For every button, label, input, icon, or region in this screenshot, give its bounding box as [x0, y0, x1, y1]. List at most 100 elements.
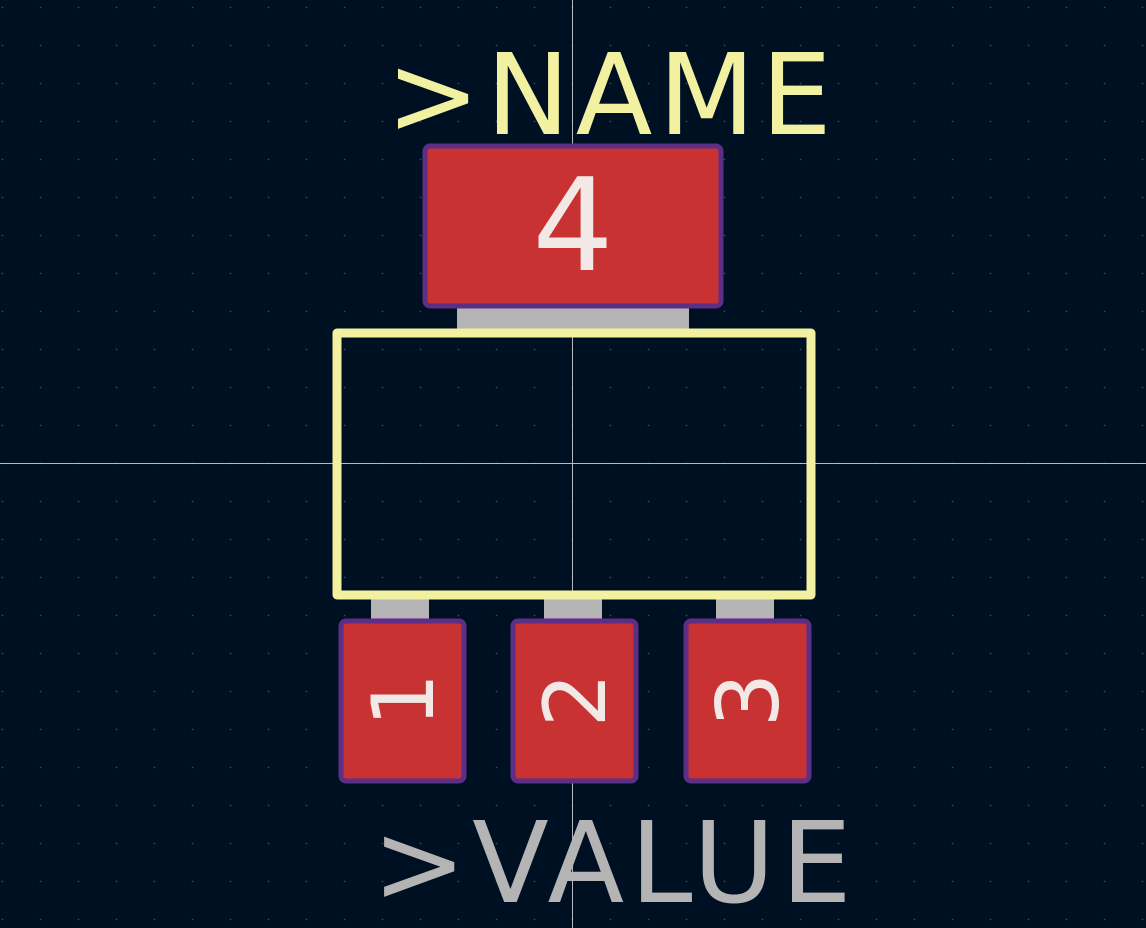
grid-dot [647, 386, 650, 389]
grid-dot [229, 82, 232, 85]
grid-dot [837, 6, 840, 9]
grid-dot [875, 158, 878, 161]
grid-dot [381, 880, 384, 883]
grid-dot [647, 804, 650, 807]
grid-dot [229, 6, 232, 9]
grid-dot [1, 120, 4, 123]
grid-dot [457, 538, 460, 541]
grid-dot [761, 500, 764, 503]
pad-1[interactable]: 1 [338, 618, 467, 784]
grid-dot [1065, 158, 1068, 161]
grid-dot [1141, 614, 1144, 617]
grid-dot [533, 918, 536, 921]
grid-dot [837, 614, 840, 617]
grid-dot [837, 158, 840, 161]
grid-dot [1027, 158, 1030, 161]
grid-dot [647, 6, 650, 9]
grid-dot [723, 120, 726, 123]
grid-dot [761, 576, 764, 579]
grid-dot [115, 500, 118, 503]
grid-dot [951, 500, 954, 503]
grid-dot [229, 804, 232, 807]
grid-dot [191, 310, 194, 313]
pad-2-copper[interactable] [510, 618, 639, 784]
grid-dot [153, 44, 156, 47]
pad-2[interactable]: 2 [510, 618, 639, 784]
grid-dot [1141, 690, 1144, 693]
grid-dot [1065, 842, 1068, 845]
grid-dot [419, 538, 422, 541]
grid-dot [989, 120, 992, 123]
grid-dot [1065, 6, 1068, 9]
grid-dot [39, 500, 42, 503]
grid-dot [343, 120, 346, 123]
grid-dot [229, 158, 232, 161]
grid-dot [305, 500, 308, 503]
grid-dot [343, 310, 346, 313]
pad-3-copper[interactable] [683, 618, 812, 784]
grid-dot [191, 690, 194, 693]
grid-dot [381, 196, 384, 199]
grid-dot [305, 6, 308, 9]
grid-dot [115, 82, 118, 85]
grid-dot [381, 842, 384, 845]
grid-dot [495, 424, 498, 427]
grid-dot [229, 842, 232, 845]
grid-dot [267, 500, 270, 503]
grid-dot [305, 728, 308, 731]
pad-1-copper[interactable] [338, 618, 467, 784]
grid-dot [39, 310, 42, 313]
grid-dot [419, 804, 422, 807]
grid-dot [1141, 538, 1144, 541]
grid-dot [1065, 120, 1068, 123]
grid-dot [761, 6, 764, 9]
grid-dot [267, 386, 270, 389]
grid-dot [951, 614, 954, 617]
grid-dot [951, 6, 954, 9]
grid-dot [381, 272, 384, 275]
grid-dot [609, 576, 612, 579]
grid-dot [875, 44, 878, 47]
grid-dot [115, 196, 118, 199]
value-label[interactable]: >VALUE [372, 799, 857, 928]
name-label[interactable]: >NAME [386, 31, 838, 161]
grid-dot [153, 310, 156, 313]
grid-dot [761, 158, 764, 161]
grid-dot [381, 538, 384, 541]
grid-dot [39, 918, 42, 921]
grid-dot [647, 538, 650, 541]
grid-dot [77, 690, 80, 693]
grid-dot [419, 44, 422, 47]
grid-dot [1103, 120, 1106, 123]
grid-dot [343, 272, 346, 275]
grid-dot [1027, 234, 1030, 237]
pad-3[interactable]: 3 [683, 618, 812, 784]
grid-dot [1065, 918, 1068, 921]
grid-dot [913, 652, 916, 655]
grid-dot [761, 196, 764, 199]
grid-dot [799, 44, 802, 47]
grid-dot [761, 538, 764, 541]
grid-dot [1141, 728, 1144, 731]
grid-dot [989, 196, 992, 199]
grid-dot [267, 310, 270, 313]
pad-4[interactable]: 4 [422, 143, 724, 309]
grid-dot [153, 804, 156, 807]
grid-dot [77, 766, 80, 769]
grid-dot [533, 44, 536, 47]
grid-dot [875, 880, 878, 883]
grid-dot [1, 348, 4, 351]
grid-dot [913, 158, 916, 161]
grid-dot [229, 766, 232, 769]
grid-dot [685, 82, 688, 85]
grid-dot [77, 348, 80, 351]
grid-dot [115, 652, 118, 655]
grid-dot [381, 310, 384, 313]
grid-dot [647, 880, 650, 883]
pad-4-copper[interactable] [422, 143, 724, 309]
grid-dot [1065, 538, 1068, 541]
grid-dot [457, 386, 460, 389]
grid-dot [723, 538, 726, 541]
grid-dot [343, 44, 346, 47]
